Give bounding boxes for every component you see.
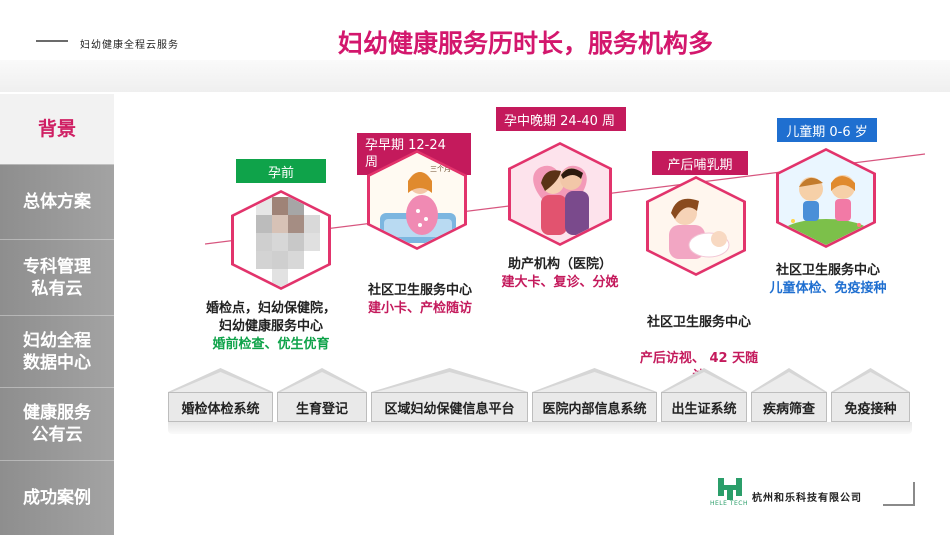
- children-icon: [779, 151, 873, 245]
- mother-baby-icon: [649, 179, 743, 273]
- sidebar-item-public-cloud[interactable]: 健康服务 公有云: [0, 387, 114, 460]
- postpartum-hexagon: [646, 176, 746, 276]
- system-regional-platform: 区域妇幼保健信息平台: [371, 366, 528, 424]
- sidebar-item-label: 总体方案: [23, 192, 91, 212]
- early-pregnancy-hexagon: 三个月: [367, 150, 467, 250]
- roof-shape: [751, 368, 827, 392]
- sidebar-item-success-cases[interactable]: 成功案例: [0, 460, 114, 535]
- sidebar-item-label: 健康服务 公有云: [23, 403, 91, 445]
- stage-label-mid-late-pregnancy: 孕中晚期 24-40 周: [496, 107, 626, 131]
- sidebar-nav: 背景 总体方案 专科管理 私有云 妇幼全程 数据中心 健康服务 公有云 成功案例: [0, 94, 114, 535]
- roof-shape: [168, 368, 273, 392]
- system-immunization: 免疫接种: [831, 366, 910, 424]
- stage-label-childhood: 儿童期 0-6 岁: [777, 118, 877, 142]
- header-subtitle: 妇幼健康全程云服务: [80, 40, 179, 51]
- roof-shape: [371, 368, 528, 392]
- institution-line: 助产机构（医院）: [507, 257, 612, 272]
- system-birth-certificate: 出生证系统: [661, 366, 747, 424]
- sidebar-item-label: 成功案例: [23, 488, 91, 508]
- pregnant-woman-icon: 三个月: [370, 153, 464, 247]
- systems-platform: [168, 422, 912, 434]
- system-hospital-info: 医院内部信息系统: [532, 366, 657, 424]
- mid-late-pregnancy-hexagon: [508, 142, 612, 246]
- system-button[interactable]: 出生证系统: [661, 392, 747, 422]
- logo-text: HELE TECH: [710, 500, 749, 507]
- institution-line: 妇幼健康服务中心: [218, 319, 323, 334]
- institution-line: 社区卫生服务中心: [646, 315, 751, 330]
- sidebar-item-data-center[interactable]: 妇幼全程 数据中心: [0, 315, 114, 387]
- system-button[interactable]: 区域妇幼保健信息平台: [371, 392, 528, 422]
- title-band: [0, 60, 950, 92]
- stage-text-mid-late-pregnancy: 助产机构（医院） 建大卡、复诊、分娩: [490, 256, 630, 292]
- system-marriage-checkup: 婚检体检系统: [168, 366, 273, 424]
- sidebar-item-background[interactable]: 背景: [0, 94, 114, 164]
- system-disease-screening: 疾病筛查: [751, 366, 827, 424]
- corner-decoration: [883, 482, 915, 506]
- institution-line: 婚检点，妇幼保健院，: [205, 301, 336, 316]
- stage-label-postpartum: 产后哺乳期: [652, 151, 748, 175]
- svg-text:三个月: 三个月: [430, 165, 451, 173]
- system-button[interactable]: 医院内部信息系统: [532, 392, 657, 422]
- sidebar-item-private-cloud[interactable]: 专科管理 私有云: [0, 239, 114, 315]
- services-text: 建大卡、复诊、分娩: [501, 275, 619, 290]
- services-text: 儿童体检、免疫接种: [769, 281, 887, 296]
- system-button[interactable]: 疾病筛查: [751, 392, 827, 422]
- company-name: 杭州和乐科技有限公司: [752, 493, 862, 504]
- sidebar-item-label: 妇幼全程 数据中心: [23, 330, 91, 373]
- roof-shape: [277, 368, 367, 392]
- couple-icon: [511, 145, 609, 243]
- institution-line: 社区卫生服务中心: [775, 263, 880, 278]
- sidebar-item-label: 专科管理 私有云: [23, 256, 91, 299]
- services-text: 婚前检查、优生优育: [212, 337, 330, 352]
- header-decoration-line: [36, 40, 68, 42]
- roof-shape: [532, 368, 657, 392]
- page-title: 妇幼健康服务历时长，服务机构多: [338, 29, 714, 58]
- institution-line: 社区卫生服务中心: [367, 283, 472, 298]
- stage-label-preconception: 孕前: [236, 159, 326, 183]
- services-text: 建小卡、产检随访: [367, 301, 472, 316]
- stage-text-preconception: 婚检点，妇幼保健院， 妇幼健康服务中心 婚前检查、优生优育: [196, 300, 346, 354]
- preconception-hexagon: [231, 190, 331, 290]
- stage-text-postpartum: 社区卫生服务中心 产后访视、 42 天随 访: [628, 296, 770, 404]
- sidebar-item-overall-plan[interactable]: 总体方案: [0, 164, 114, 239]
- roof-shape: [831, 368, 910, 392]
- system-button[interactable]: 生育登记: [277, 392, 367, 422]
- system-button[interactable]: 免疫接种: [831, 392, 910, 422]
- stage-text-childhood: 社区卫生服务中心 儿童体检、免疫接种: [758, 262, 898, 298]
- sidebar-item-label: 背景: [37, 118, 76, 140]
- roof-shape: [661, 368, 747, 392]
- system-birth-registration: 生育登记: [277, 366, 367, 424]
- blurred-photo-icon: [234, 193, 328, 287]
- system-button[interactable]: 婚检体检系统: [168, 392, 273, 422]
- stage-text-early-pregnancy: 社区卫生服务中心 建小卡、产检随访: [350, 282, 490, 318]
- company-logo-icon: [718, 478, 742, 500]
